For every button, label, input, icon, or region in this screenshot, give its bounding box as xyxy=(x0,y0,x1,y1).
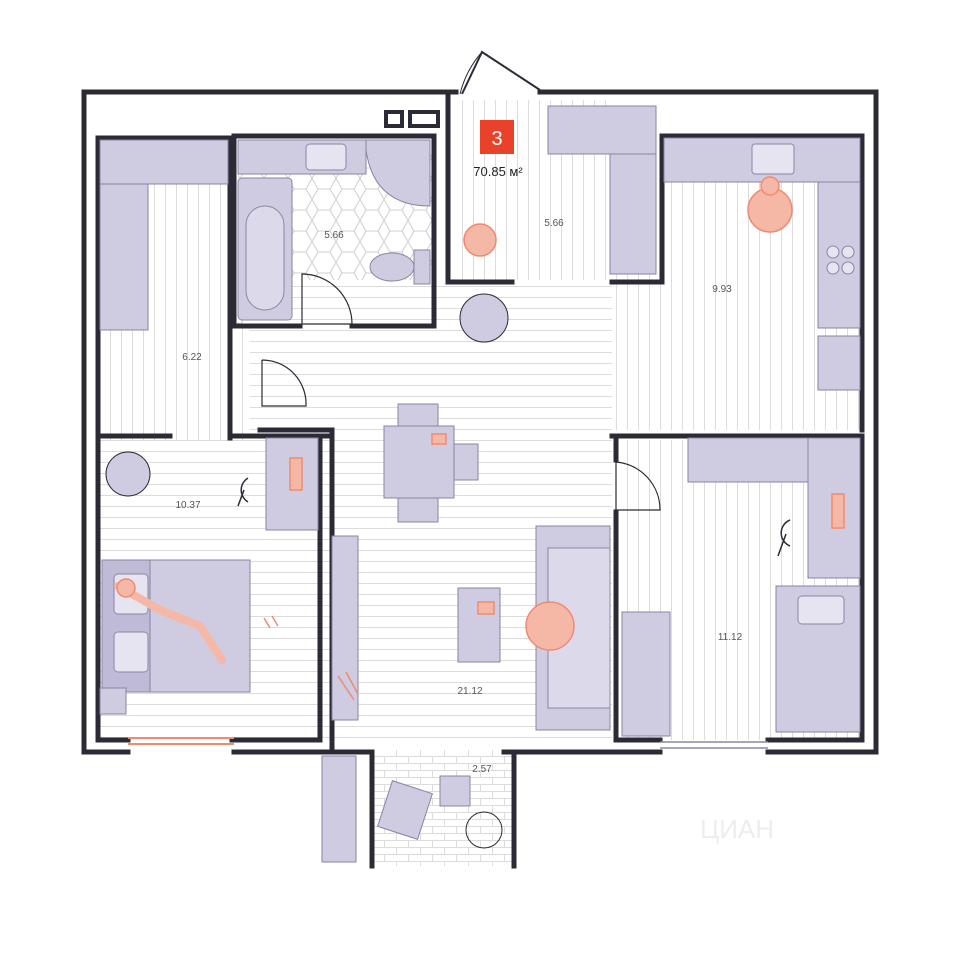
bedroom-person-icon xyxy=(114,582,226,664)
kids-monitor xyxy=(831,493,845,529)
area-bathroom: 5.66 xyxy=(324,230,344,241)
dining-plate-1 xyxy=(431,433,447,445)
kids-door[interactable] xyxy=(615,461,661,511)
kids-wardrobe-left xyxy=(621,611,671,737)
hallway-stool xyxy=(463,223,497,257)
vent-shaft-2 xyxy=(408,110,440,128)
bathroom-counter xyxy=(237,139,367,175)
rooms-count: 3 xyxy=(491,128,502,150)
shower-tray xyxy=(365,139,431,207)
dining-chair-right xyxy=(453,443,479,481)
watermark: ЦИАН xyxy=(700,814,774,844)
hob-burner-1 xyxy=(826,245,840,259)
living-wardrobe xyxy=(331,535,359,721)
living-plant xyxy=(459,293,509,343)
bathtub-inner xyxy=(245,205,285,311)
wall-bedroom-right xyxy=(229,433,323,743)
balcony-shelf xyxy=(321,755,357,863)
fridge xyxy=(817,335,861,391)
area-kids-room: 11.12 xyxy=(718,632,743,643)
total-area: 70.85 м² xyxy=(473,164,523,179)
floors xyxy=(100,100,860,866)
wall-corridor-top xyxy=(95,135,233,441)
balcony-plant xyxy=(465,811,503,849)
bedroom-slippers xyxy=(263,615,279,629)
coffee-book xyxy=(477,601,495,615)
hob-burner-4 xyxy=(841,261,855,275)
wall-kitchen-top xyxy=(659,133,865,433)
living-slippers xyxy=(337,671,359,701)
kids-wardrobe-top xyxy=(687,437,809,483)
vent-shaft-1 xyxy=(384,110,404,128)
area-corridor: 6.22 xyxy=(182,352,202,363)
kitchen-sink xyxy=(751,143,795,175)
hallway-wardrobe-side xyxy=(609,153,657,275)
kitchen-person-head xyxy=(760,176,780,196)
corridor-wardrobe-top xyxy=(99,139,229,185)
bedroom-chair xyxy=(237,477,249,507)
area-hallway: 5.66 xyxy=(544,218,564,229)
wall-bathroom xyxy=(231,133,437,329)
corridor-door[interactable] xyxy=(261,359,307,407)
desk-chairs xyxy=(237,477,791,557)
rooms-count-badge xyxy=(480,120,514,154)
area-living-room: 21.12 xyxy=(457,686,482,697)
wall-kids-right xyxy=(765,433,865,743)
windows-gray xyxy=(660,741,768,749)
plants xyxy=(105,293,509,849)
kids-pillow xyxy=(797,595,845,625)
bedroom-person-head xyxy=(116,578,136,598)
dining-chair-top xyxy=(397,403,439,427)
hob-burner-3 xyxy=(826,261,840,275)
coffee-table xyxy=(457,587,501,663)
wall-kitchen-left xyxy=(609,133,665,285)
bedroom-plant xyxy=(105,451,151,497)
balcony-armchair xyxy=(376,780,434,840)
hob-burner-2 xyxy=(841,245,855,259)
bedroom-monitor xyxy=(289,457,303,491)
toilet-tank xyxy=(413,249,431,285)
entrance-door[interactable] xyxy=(459,50,541,95)
bed-pillow-1 xyxy=(113,631,149,673)
windows xyxy=(128,737,234,745)
toilet-bowl xyxy=(369,252,415,282)
wall-kids-left2 xyxy=(613,509,663,743)
area-kitchen: 9.93 xyxy=(712,284,732,295)
bedroom-nightstand xyxy=(99,687,127,715)
area-balcony: 2.57 xyxy=(472,764,492,775)
corridor-wardrobe-left xyxy=(99,183,149,331)
sink xyxy=(305,143,347,171)
dining-chair-bottom xyxy=(397,497,439,523)
balcony-table xyxy=(439,775,471,807)
kids-chair xyxy=(777,519,791,557)
area-bedroom: 10.37 xyxy=(175,500,200,511)
accents xyxy=(114,176,845,701)
bathroom-door[interactable] xyxy=(301,273,353,325)
hallway-wardrobe-top xyxy=(547,105,657,155)
living-person-icon xyxy=(525,601,575,651)
doors[interactable] xyxy=(261,273,661,511)
